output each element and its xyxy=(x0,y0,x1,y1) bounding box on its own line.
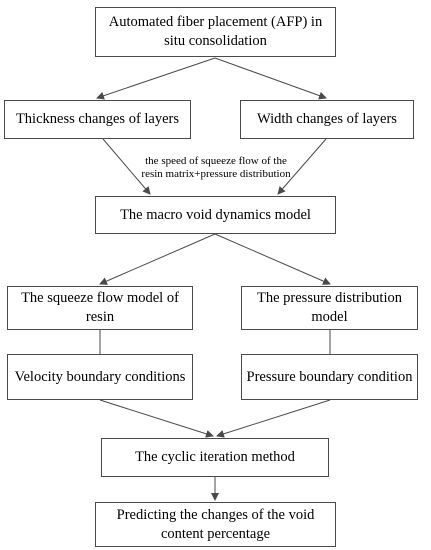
arrow-thickness-to-macro xyxy=(102,138,151,195)
cyclic-label: The cyclic iteration method xyxy=(135,449,295,465)
arrow-velocity-to-cyclic xyxy=(99,399,214,438)
pressure-bc-label: Pressure boundary condition xyxy=(246,368,413,385)
squeeze-label: The squeeze flow model of resin xyxy=(21,290,179,325)
arrow-macro-to-pressure xyxy=(214,233,331,285)
arrow-macro-to-squeeze xyxy=(99,233,216,285)
pressure-label: The pressure distribution model xyxy=(257,290,402,325)
velocity-bc-node: Velocity boundary conditions xyxy=(7,354,193,400)
macro-node: The macro void dynamics model xyxy=(95,196,336,234)
cyclic-node: The cyclic iteration method xyxy=(101,438,329,477)
predict-node: Predicting the changes of the void conte… xyxy=(95,502,336,547)
predict-label: Predicting the changes of the void conte… xyxy=(116,506,315,542)
velocity-bc-label: Velocity boundary conditions xyxy=(14,368,186,385)
afp-label: Automated fiber placement (AFP) in situ … xyxy=(108,14,323,49)
thickness-label: Thickness changes of layers xyxy=(15,111,180,127)
arrow-width-to-macro xyxy=(277,138,327,195)
middle-annotation: the speed of squeeze flow of the resin m… xyxy=(140,155,292,181)
arrow-pressure-bc-to-cyclic xyxy=(216,399,331,438)
pressure-node: The pressure distribution model xyxy=(241,286,418,330)
width-label: Width changes of layers xyxy=(257,111,397,127)
squeeze-node: The squeeze flow model of resin xyxy=(7,286,193,330)
arrow-afp-to-width xyxy=(214,57,327,100)
width-node: Width changes of layers xyxy=(240,100,414,139)
macro-label: The macro void dynamics model xyxy=(120,206,311,223)
thickness-node: Thickness changes of layers xyxy=(4,100,191,139)
pressure-bc-node: Pressure boundary condition xyxy=(241,354,418,400)
middle-annotation-text: the speed of squeeze flow of the resin m… xyxy=(141,155,291,180)
afp-node: Automated fiber placement (AFP) in situ … xyxy=(95,7,336,57)
arrow-afp-to-thickness xyxy=(96,57,216,100)
